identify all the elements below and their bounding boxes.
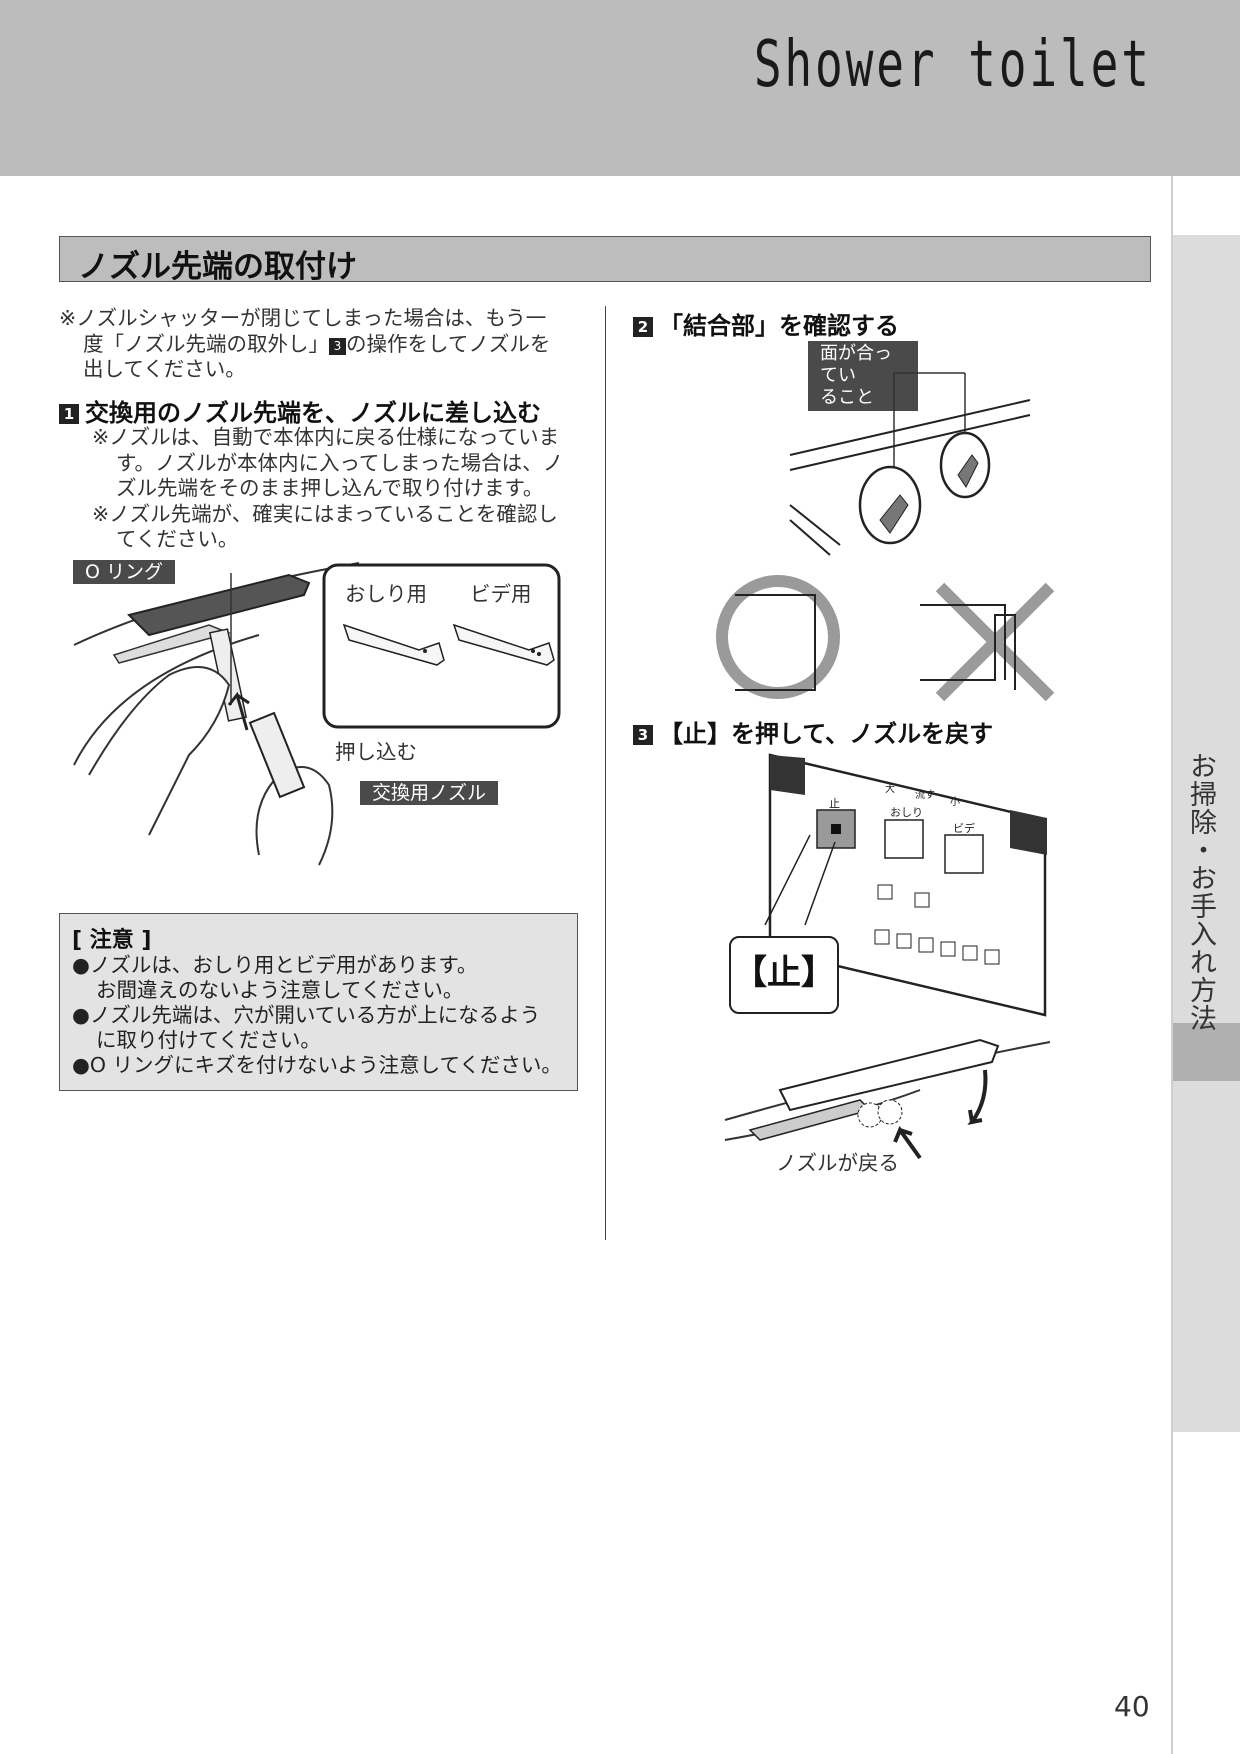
ng-joint-outline [920,604,1006,680]
panel-small-label: 小 [950,796,960,808]
surface-match-tag: 面が合ってい ること [808,341,918,411]
section-title: ノズル先端の取付け [78,249,357,285]
column-divider [605,306,606,1240]
intro-note-line1: ※ノズルシャッターが閉じてしまった場合は、もう一 [59,306,547,330]
panel-button[interactable] [984,949,1000,965]
callout-pointer [764,834,811,926]
strength-minus-button[interactable] [877,884,893,900]
oshiri-button[interactable] [884,819,924,859]
oring-tag: O リング [73,560,175,584]
strength-plus-button[interactable] [914,892,930,908]
sidebar-chapter-marker [1173,1023,1240,1081]
caution-box: [ 注意 ] ●ノズルは、おしり用とビデ用があります。 お間違えのないよう注意し… [59,913,578,1091]
step2-number: 2 [633,317,653,337]
panel-big-label: 大 [885,782,895,795]
brand-logo: Shower toilet [753,28,1152,102]
power-button[interactable] [874,929,890,945]
panel-stop-label: 止 [829,797,840,810]
bidet-button[interactable] [944,834,984,874]
nozzle-return-illustration [724,1038,1051,1160]
panel-bidet-label: ビデ [953,821,975,835]
step3-heading: 3【止】を押して、ノズルを戻す [633,714,993,749]
joint-right-face [957,454,979,488]
nozzle-bottom-edge [789,414,1031,471]
nozzle-return-label: ノズルが戻る [776,1151,899,1175]
bidet-nozzle-shape [452,623,555,666]
sidebar-band [1173,235,1240,1432]
nozzle-body [127,573,311,637]
nozzle-types-inset [322,563,561,729]
oshiri-nozzle-shape [342,623,445,666]
replacement-nozzle-tag: 交換用ノズル [360,781,499,805]
panel-corner-top-left [770,755,805,795]
push-arrow-icon [227,691,250,731]
bidet-label: ビデ用 [470,582,532,606]
caution-item-1: ●ノズルは、おしり用とビデ用があります。 お間違えのないよう注意してください。 [72,953,478,1002]
nozzle-side-edge [789,504,841,546]
ok-joint-outline [735,594,816,691]
right-hand [255,766,334,866]
sidebar-chapter-label: お掃除・お手入れ方法 [1185,752,1216,1032]
ok-ng-comparison [716,575,1055,702]
panel-button[interactable] [940,941,956,957]
section-title-bar: ノズル先端の取付け [59,236,1151,285]
caution-heading: [ 注意 ] [72,928,152,953]
rotate-arrow-icon [967,1069,988,1125]
nozzle-insert-illustration [73,562,561,866]
step1-notes: ※ノズルは、自動で本体内に戻る仕様になっていま す。ノズルが本体内に入ってしまっ… [92,425,564,551]
ng-joint-outline [920,614,1016,690]
chapter-sidebar [1171,176,1240,1754]
panel-corner-top-right [1010,810,1047,855]
panel-button[interactable] [896,933,912,949]
caution-item-3: ●O リングにキズを付けないよう注意してください。 [72,1053,562,1077]
retracting-nozzle-icon [877,1099,903,1125]
oshiri-label: おしり用 [345,582,427,606]
nozzle-top-edge [789,399,1031,456]
panel-flush-label: 流す [915,788,935,801]
push-label: 押し込む [335,740,417,764]
bidet-hole-icon [531,649,535,653]
bidet-hole-icon [537,652,541,656]
stop-square-icon [831,824,841,834]
stop-callout: 【止】 [729,936,839,1014]
page-header: Shower toilet [0,0,1240,176]
left-hand [88,666,231,836]
return-arrow-icon [893,1125,922,1160]
callout-pointer [804,841,836,926]
joint-left-face [879,494,909,534]
ok-circle-icon [716,575,840,699]
step3-number: 3 [633,725,653,745]
step1-number: 1 [59,404,79,424]
panel-oshiri-label: おしり [890,806,923,819]
replacement-nozzle-tip [248,711,306,799]
joint-check-illustration [789,372,1031,556]
oshiri-hole-icon [423,649,427,653]
panel-button[interactable] [918,937,934,953]
step-ref-badge: 3 [329,337,346,355]
nozzle-cover [778,1038,1000,1112]
page-number: 40 [1114,1690,1150,1723]
caution-item-2: ●ノズル先端は、穴が開いている方が上になるよう に取り付けてください。 [72,1003,541,1052]
intro-note-line3: 出してください。 [83,357,246,381]
panel-button[interactable] [962,945,978,961]
step2-heading: 2「結合部」を確認する [633,306,899,341]
joint-left-end [858,465,922,545]
nozzle-side-edge [789,519,831,556]
stop-button[interactable] [816,809,856,849]
